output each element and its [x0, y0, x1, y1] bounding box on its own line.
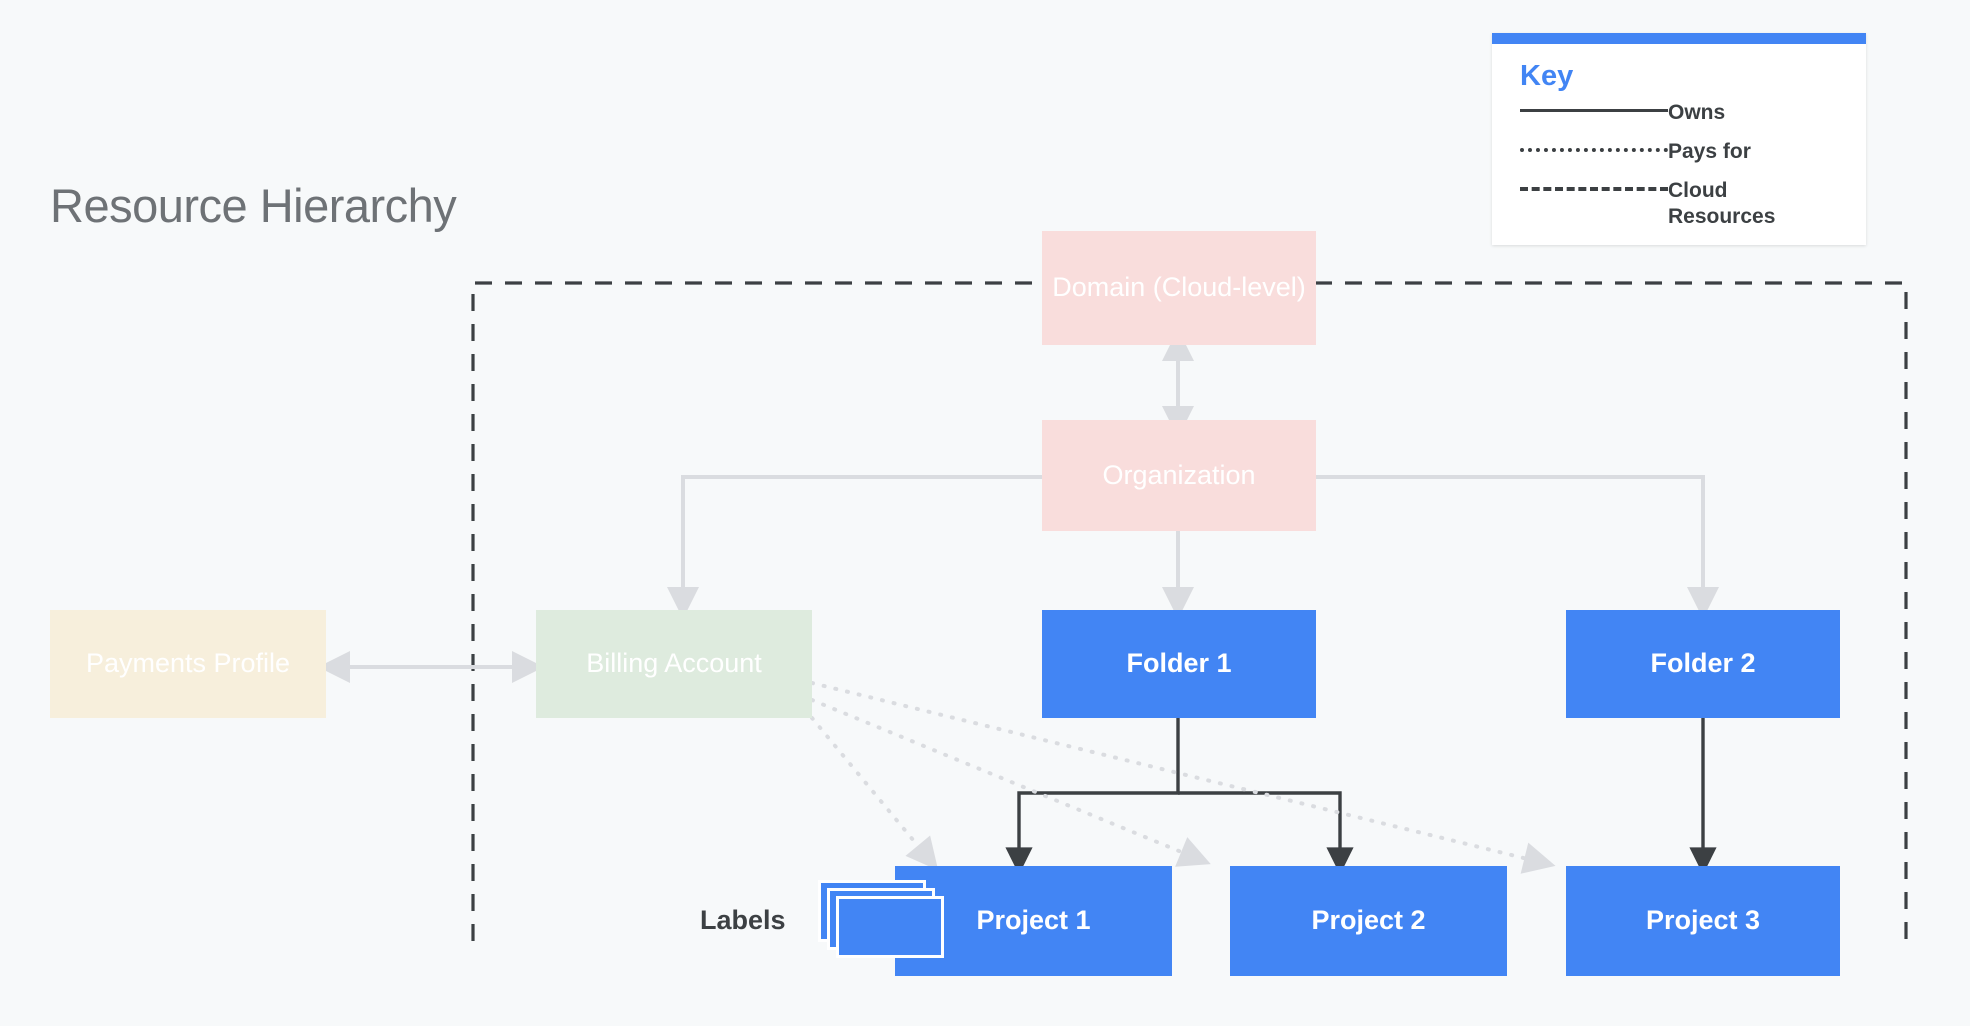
- label-card-front: [836, 896, 944, 958]
- node-domain[interactable]: Domain (Cloud-level): [1042, 231, 1316, 345]
- legend-accent-bar: [1492, 33, 1866, 44]
- labels-stack-icon[interactable]: [818, 880, 953, 960]
- node-folder-1[interactable]: Folder 1: [1042, 610, 1316, 718]
- solid-line-swatch: [1520, 99, 1668, 121]
- labels-caption: Labels: [700, 905, 786, 935]
- legend-item-label: Owns: [1668, 101, 1726, 124]
- edge-billing-pays-for-project1: [810, 716, 939, 871]
- node-project-2[interactable]: Project 2: [1230, 866, 1507, 976]
- node-billing-account[interactable]: Billing Account: [536, 610, 812, 718]
- legend-panel: Key Owns Pays for Cloud Resources: [1492, 33, 1866, 245]
- node-organization[interactable]: Organization: [1042, 420, 1316, 531]
- node-payments-profile[interactable]: Payments Profile: [50, 610, 326, 718]
- edge-folder1-projects: [1005, 718, 1354, 875]
- edge-organization-billing-account: [667, 475, 1042, 619]
- dashed-line-swatch: [1520, 177, 1668, 199]
- edge-billing-pays-for-project2: [810, 698, 1211, 867]
- legend-title: Key: [1520, 60, 1574, 92]
- dotted-line-swatch: [1520, 138, 1668, 160]
- node-folder-2[interactable]: Folder 2: [1566, 610, 1840, 718]
- legend-item-cloud-resources: Cloud Resources: [1520, 177, 1844, 228]
- edge-organization-folder2: [1315, 475, 1719, 619]
- legend-item-label: Cloud Resources: [1668, 179, 1776, 228]
- legend-item-owns: Owns: [1520, 99, 1844, 125]
- legend-item-label: Pays for: [1668, 140, 1751, 164]
- page-title: Resource Hierarchy: [50, 179, 457, 232]
- legend-item-pays-for: Pays for: [1520, 138, 1844, 164]
- node-project-3[interactable]: Project 3: [1566, 866, 1840, 976]
